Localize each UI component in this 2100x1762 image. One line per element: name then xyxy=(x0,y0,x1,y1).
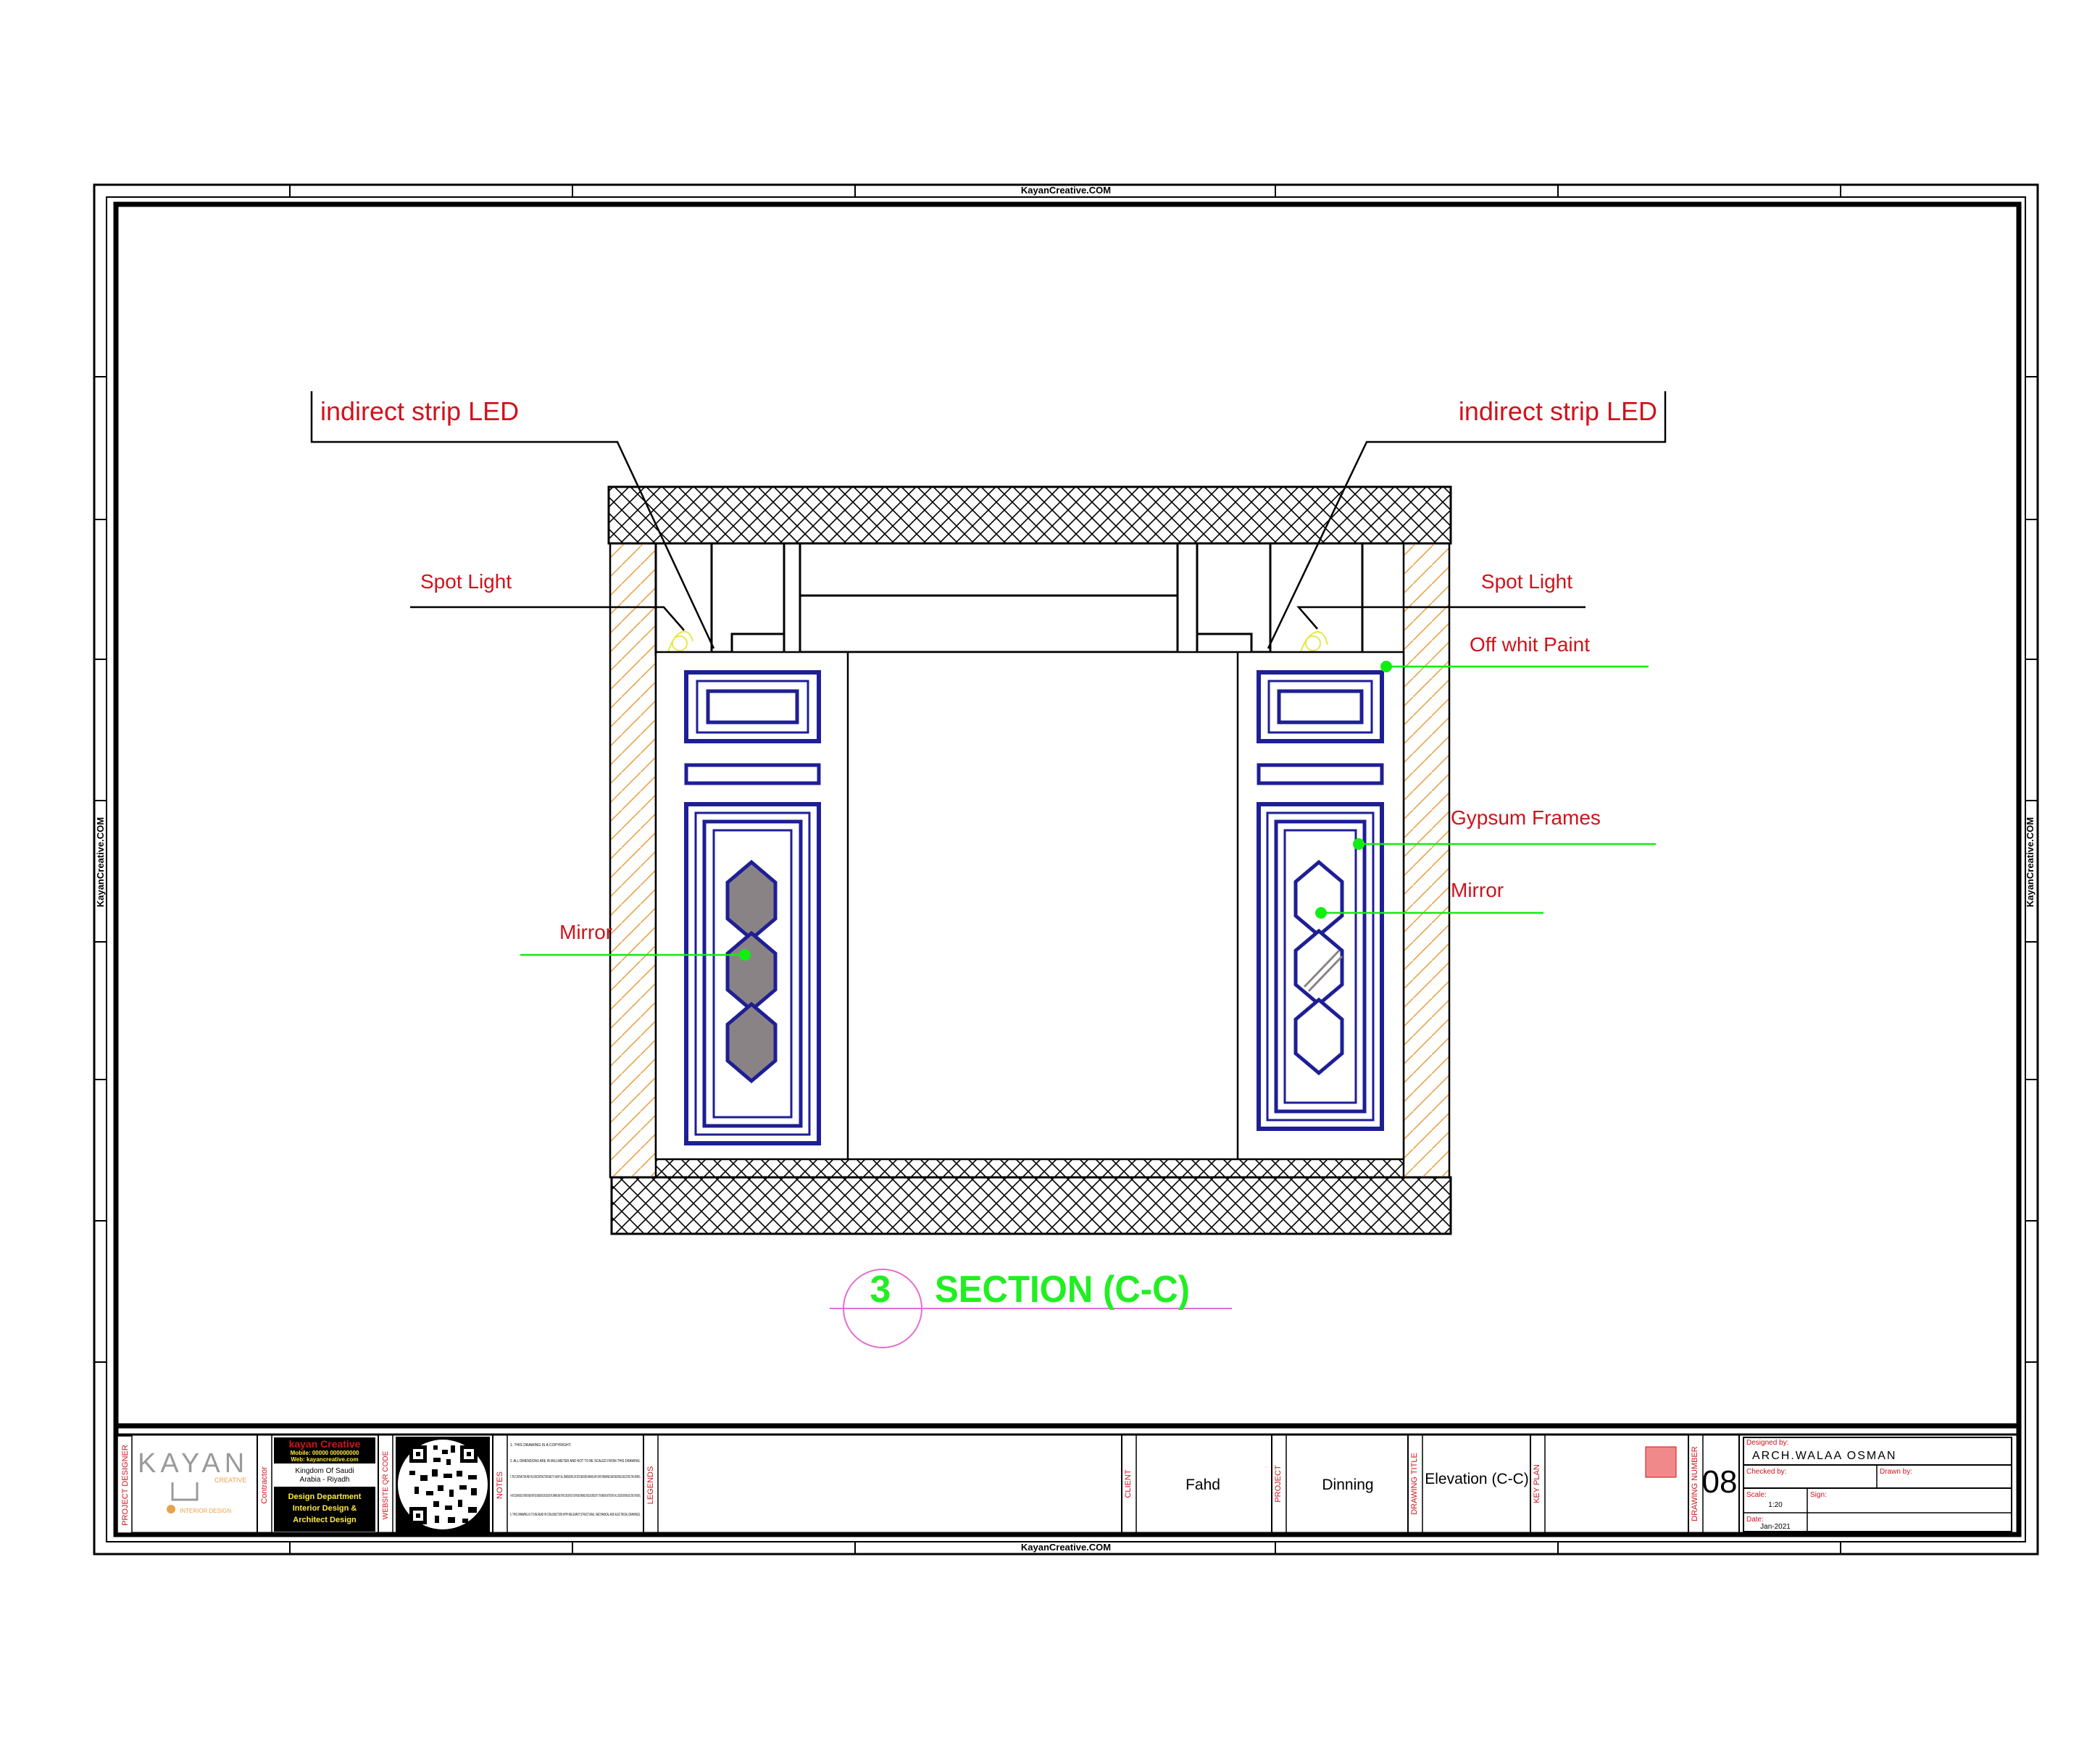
logo-text: KAYAN xyxy=(138,1448,249,1479)
qr-code-icon xyxy=(396,1437,490,1532)
section-title-text: SECTION (C-C) xyxy=(935,1269,1190,1311)
mirror-right-annotation: Mirror xyxy=(1315,879,1543,919)
key-plan-marker xyxy=(1645,1446,1677,1478)
scale-label: Scale: xyxy=(1746,1491,1767,1499)
company-dept2: Interior Design & xyxy=(293,1504,357,1513)
spot-left-label: Spot Light xyxy=(420,570,512,593)
notes-label: NOTES xyxy=(496,1471,504,1499)
spot-right-label: Spot Light xyxy=(1481,570,1572,593)
floor-strip xyxy=(655,1158,1404,1178)
drawing-number-label: DRAWING NUMBER xyxy=(1691,1446,1699,1521)
gypsum-label: Gypsum Frames xyxy=(1451,806,1601,829)
spot-left-annotation: Spot Light xyxy=(410,570,685,631)
mirror-right-label: Mirror xyxy=(1451,879,1504,901)
notes-list: 1. THIS DRAWING IS A COPYRIGHT. 2. ALL D… xyxy=(510,1443,641,1517)
drawn-by-label: Drawn by: xyxy=(1880,1468,1912,1476)
client-label: CLIENT xyxy=(1124,1469,1133,1498)
spot-right-annotation: Spot Light xyxy=(1296,570,1586,630)
date-label: Date: xyxy=(1746,1516,1764,1524)
checked-by-label: Checked by: xyxy=(1746,1468,1787,1476)
mirror-reflection xyxy=(1303,949,1343,993)
right-wall xyxy=(1402,542,1451,1179)
drawing-title-label: DRAWING TITLE xyxy=(1410,1453,1419,1515)
ceiling-coffer xyxy=(654,543,1364,656)
project-label: PROJECT xyxy=(1274,1465,1283,1503)
wall-face xyxy=(654,651,1405,1161)
logo-sub: CREATIVE xyxy=(214,1477,246,1484)
floor-slab xyxy=(610,1176,1452,1235)
gypsum-annotation: Gypsum Frames xyxy=(1353,806,1656,850)
company-name: kayan Creative xyxy=(289,1438,361,1450)
left-wall xyxy=(609,542,657,1179)
right-mirror-hexagons xyxy=(1293,859,1344,1076)
website-bottom: KayanCreative.COM xyxy=(1021,1542,1111,1553)
date-value: Jan-2021 xyxy=(1760,1523,1791,1531)
company-dept3: Architect Design xyxy=(293,1516,357,1524)
website-right: KayanCreative.COM xyxy=(2025,817,2036,907)
drawing-number-value: 08 xyxy=(1702,1464,1738,1500)
note-3: 3. THE CONTRACTOR AND HIS SUBCONTRACTORS… xyxy=(510,1475,641,1479)
contractor-label: Contractor xyxy=(260,1466,269,1504)
left-mirror-hexagons xyxy=(725,859,778,1084)
note-1: 1. THIS DRAWING IS A COPYRIGHT. xyxy=(510,1443,571,1448)
client-value: Fahd xyxy=(1186,1477,1220,1493)
legends-label: LEGENDS xyxy=(646,1466,655,1505)
note-2: 2. ALL DIMENSIONS ARE IN MILLIMETER AND … xyxy=(510,1459,641,1464)
led-left-annotation: indirect strip LED xyxy=(310,391,715,649)
project-designer-label: PROJECT DESIGNER xyxy=(121,1445,130,1526)
website-left: KayanCreative.COM xyxy=(95,817,106,907)
led-right-label: indirect strip LED xyxy=(1459,396,1657,426)
ceiling-slab xyxy=(607,485,1452,545)
led-right-annotation: indirect strip LED xyxy=(1267,391,1667,649)
logo-tag: INTERIOR DESIGN xyxy=(180,1508,231,1514)
title-block: PROJECT DESIGNER KAYAN CREATIVE INTERIOR… xyxy=(114,1433,2020,1536)
kayan-logo: KAYAN CREATIVE INTERIOR DESIGN xyxy=(138,1448,249,1514)
company-country: Kingdom Of Saudi xyxy=(295,1467,354,1475)
company-city: Arabia - Riyadh xyxy=(300,1476,350,1484)
note-4: 4. ANY DISCREPANCIES EITHER BETWEEN WRIT… xyxy=(510,1494,641,1498)
section-number: 3 xyxy=(870,1269,891,1311)
designer-block: Designed by: ARCH.WALAA OSMAN Checked by… xyxy=(1743,1437,2012,1532)
scale-value: 1:20 xyxy=(1768,1501,1783,1509)
spot-light-fixtures xyxy=(667,630,1328,653)
right-gypsum-frames xyxy=(1257,670,1384,1131)
note-5: 5. THIS DRAWING IS TO BE READ IN CONJUNC… xyxy=(510,1513,641,1517)
company-mobile: Mobile: 00000 000000000 xyxy=(291,1450,359,1456)
sign-label: Sign: xyxy=(1810,1491,1827,1499)
key-plan-label: KEY PLAN xyxy=(1533,1464,1541,1503)
mirror-left-annotation: Mirror xyxy=(520,921,751,961)
company-web: Web: kayancreative.com xyxy=(291,1456,358,1463)
section-drawing: indirect strip LED indirect strip LED Sp… xyxy=(310,391,1667,1348)
mirror-left-label: Mirror xyxy=(559,921,612,943)
paint-label: Off whit Paint xyxy=(1470,633,1590,656)
project-value: Dinning xyxy=(1322,1477,1373,1493)
paint-annotation: Off whit Paint xyxy=(1380,633,1649,672)
designed-by-label: Designed by: xyxy=(1746,1439,1788,1447)
company-dept1: Design Department xyxy=(288,1492,362,1501)
qr-label: WEBSITE QR CODE xyxy=(382,1450,390,1519)
section-title: 3 SECTION (C-C) xyxy=(830,1269,1232,1348)
company-info: kayan Creative Mobile: 00000 000000000 W… xyxy=(274,1437,375,1532)
designed-by-value: ARCH.WALAA OSMAN xyxy=(1752,1450,1896,1462)
website-top: KayanCreative.COM xyxy=(1021,185,1111,196)
drawing-title-value: Elevation (C-C) xyxy=(1425,1471,1529,1487)
left-gypsum-frames xyxy=(684,670,821,1145)
led-left-label: indirect strip LED xyxy=(320,396,519,426)
